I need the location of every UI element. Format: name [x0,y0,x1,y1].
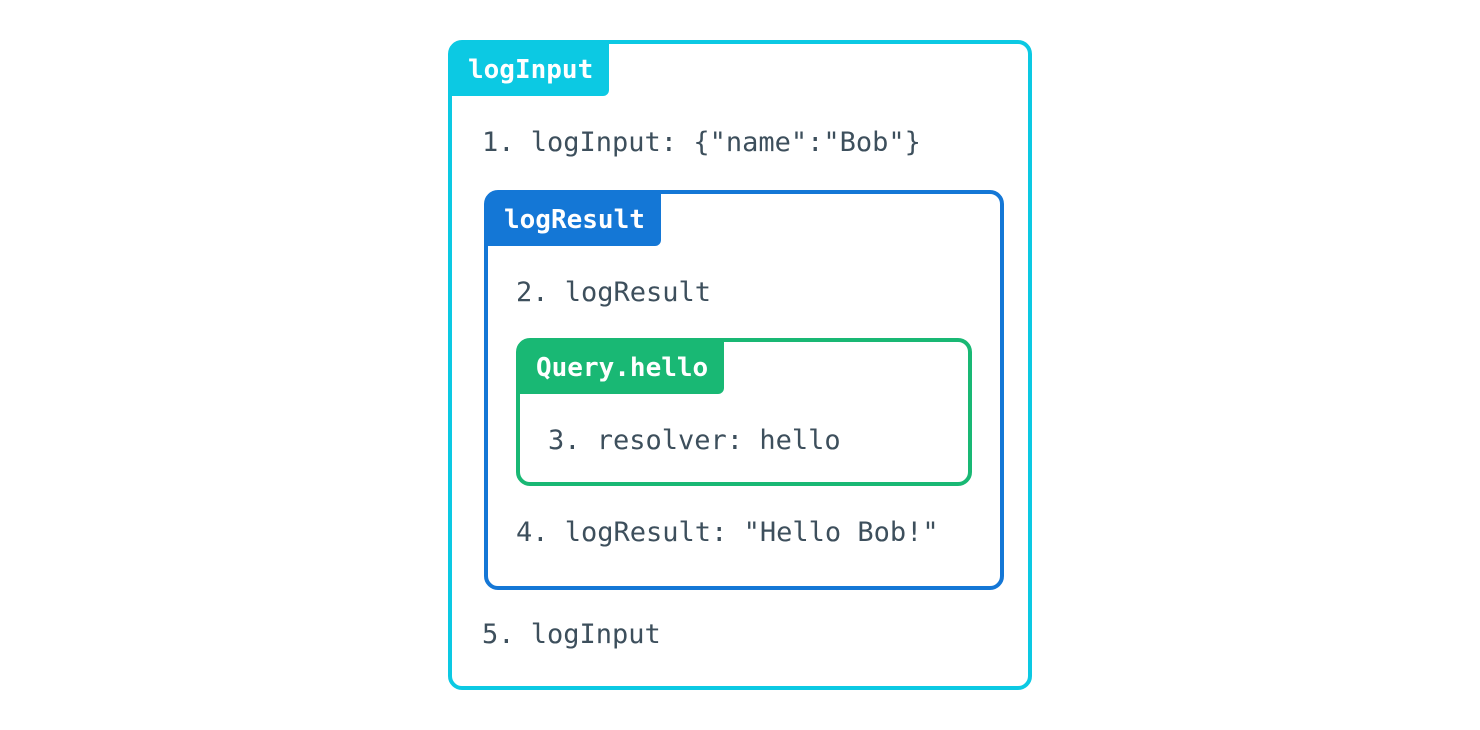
loginput-box: logInput 1. logInput: {"name":"Bob"} log… [448,40,1032,690]
step-5-text: 5. logInput [482,619,661,650]
query-hello-box: Query.hello 3. resolver: hello [516,338,972,486]
logresult-tag: logResult [488,194,661,246]
step-3-text: 3. resolver: hello [548,425,841,456]
loginput-tag: logInput [452,44,610,96]
step-2-text: 2. logResult [516,277,712,308]
query-hello-tag: Query.hello [520,342,725,394]
step-1-text: 1. logInput: {"name":"Bob"} [482,127,921,158]
logresult-box: logResult 2. logResult Query.hello 3. re… [484,190,1004,590]
step-4-text: 4. logResult: "Hello Bob!" [516,517,939,548]
